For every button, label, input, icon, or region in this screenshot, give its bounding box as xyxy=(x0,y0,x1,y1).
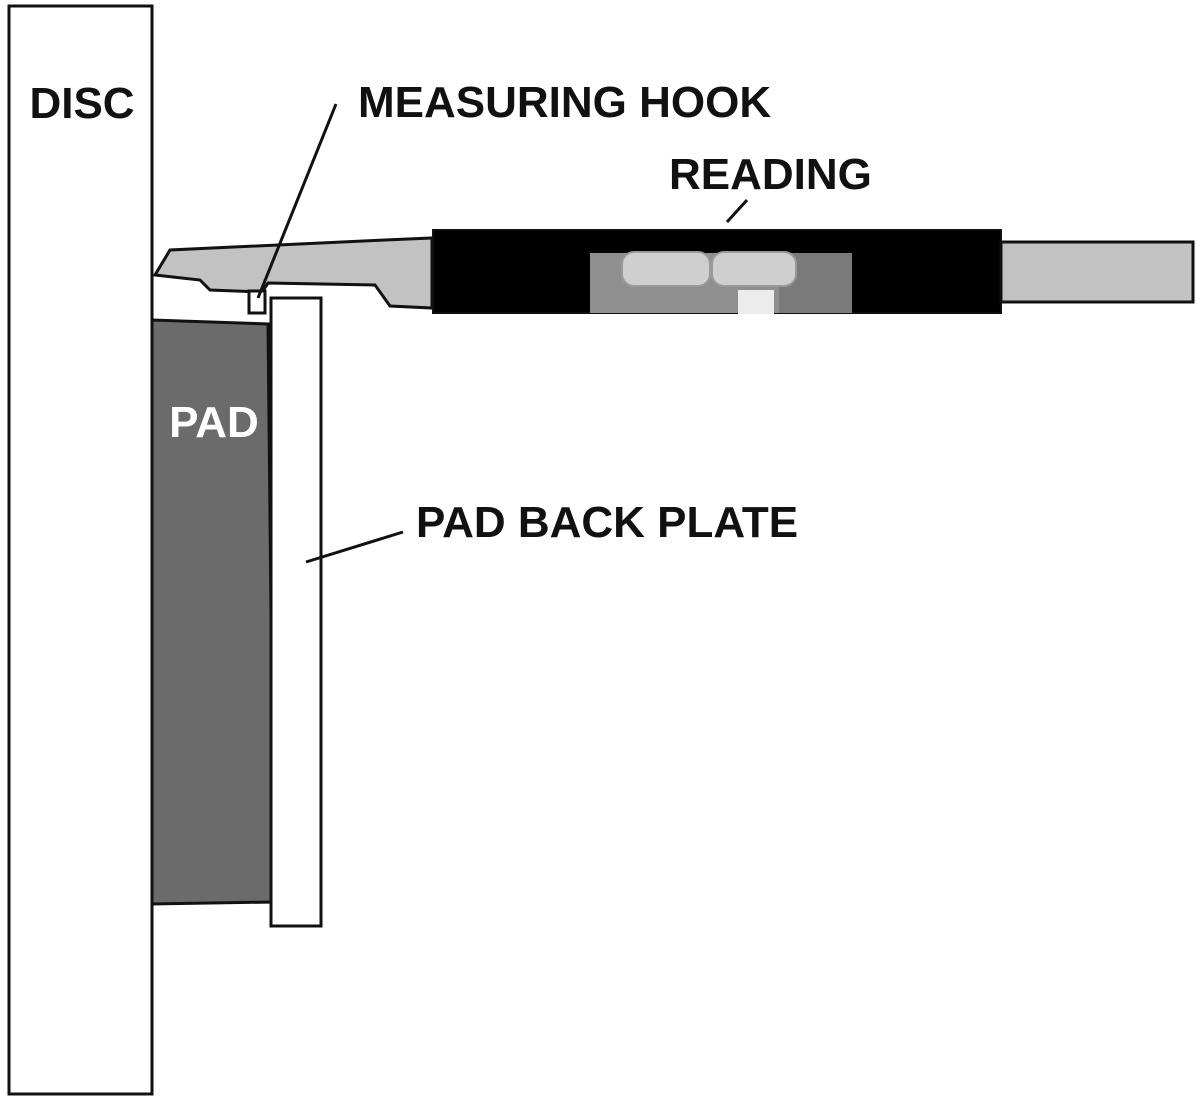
pad-back-plate-leader xyxy=(305,530,404,564)
measuring-hook-leader xyxy=(256,103,338,299)
measuring-hook-label: MEASURING HOOK xyxy=(358,78,771,127)
reading-indicator-stem xyxy=(738,290,774,314)
reading-leader xyxy=(725,198,749,224)
pad-back-plate xyxy=(269,296,323,928)
pad-back-plate-label: PAD BACK PLATE xyxy=(416,498,798,547)
gauge-rod xyxy=(999,240,1195,304)
disc-label: DISC xyxy=(29,79,134,128)
reading-indicator-left xyxy=(621,251,711,287)
reading-indicator-right xyxy=(711,251,797,287)
measuring-hook-tip xyxy=(247,289,267,315)
reading-label: READING xyxy=(669,150,872,199)
disc xyxy=(7,4,154,1096)
pad-label: PAD xyxy=(169,398,259,447)
measuring-probe xyxy=(152,236,434,310)
